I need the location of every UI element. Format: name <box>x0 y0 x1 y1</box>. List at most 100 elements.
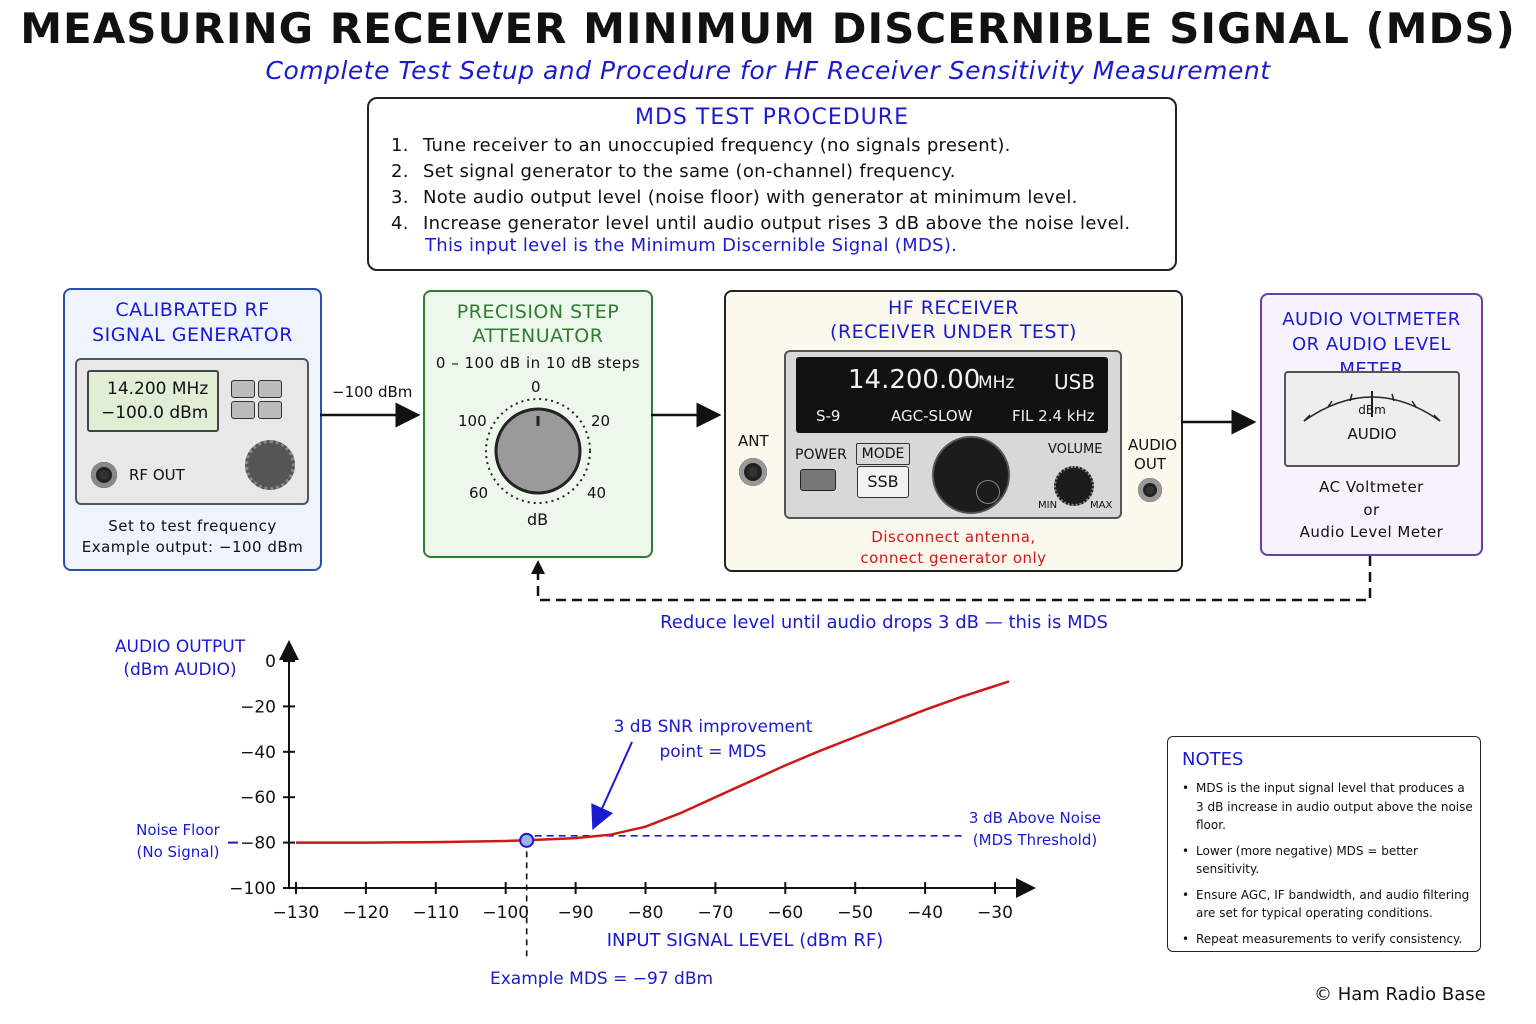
volume-label: VOLUME <box>1048 442 1103 457</box>
feedback-text-wrap: Reduce level until audio drops 3 dB — th… <box>0 612 1536 633</box>
receiver-mode-display: USB <box>1054 370 1096 394</box>
step-number: 2. <box>391 161 409 182</box>
step-text: Increase generator level until audio out… <box>423 213 1131 234</box>
note-item: Repeat measurements to verify consistenc… <box>1180 930 1474 949</box>
chart-ylabel-1: AUDIO OUTPUT <box>114 637 246 657</box>
snr-annotation-1: 3 dB SNR improvement <box>613 717 813 737</box>
receiver-agc: AGC-SLOW <box>891 407 973 425</box>
audio-out-label-2: OUT <box>1134 455 1166 473</box>
attenuator-range: 0 – 100 dB in 10 dB steps <box>435 354 641 372</box>
page-subtitle: Complete Test Setup and Procedure for HF… <box>265 56 1271 85</box>
dial-label-60: 60 <box>469 484 489 502</box>
dial-label-40: 40 <box>587 484 607 502</box>
generator-key[interactable] <box>231 401 255 419</box>
receiver-display: 14.200.00 MHz USB S-9 AGC-SLOW FIL 2.4 k… <box>796 357 1108 433</box>
voltmeter-desc-3: Audio Level Meter <box>1299 523 1444 541</box>
x-tick-label: −40 <box>907 903 943 923</box>
tuning-knob-icon[interactable] <box>932 436 1010 514</box>
x-tick-label: −110 <box>412 903 459 923</box>
mds-annotation-arrow <box>591 741 633 830</box>
audio-voltmeter-box: AUDIO VOLTMETER OR AUDIO LEVEL METER dBm… <box>1260 293 1483 556</box>
procedure-conclusion: This input level is the Minimum Discerni… <box>425 235 958 256</box>
generator-key[interactable] <box>231 380 255 398</box>
threshold-annotation-1: 3 dB Above Noise <box>968 809 1102 827</box>
mds-point <box>519 832 535 848</box>
audio-out-label: AUDIO OUT <box>1128 436 1177 474</box>
mds-chart: −130−120−110−100−90−80−70−60−50−40−300−2… <box>228 640 1036 960</box>
x-tick-label: −50 <box>837 903 873 923</box>
threshold-annotation: 3 dB Above Noise (MDS Threshold) <box>955 807 1115 851</box>
generator-heading-2: SIGNAL GENERATOR <box>92 324 293 346</box>
volume-knob-icon[interactable] <box>1054 466 1094 506</box>
x-tick-label: −30 <box>977 903 1013 923</box>
step-number: 4. <box>391 213 409 234</box>
note-item: Ensure AGC, IF bandwidth, and audio filt… <box>1180 886 1474 923</box>
generator-freq: 14.200 MHz <box>107 379 209 399</box>
x-tick-label: −100 <box>482 903 529 923</box>
step-text: Tune receiver to an unoccupied frequency… <box>423 135 1011 156</box>
generator-display: 14.200 MHz −100.0 dBm <box>87 370 219 432</box>
generator-heading-1: CALIBRATED RF <box>115 299 270 321</box>
step-text: Set signal generator to the same (on-cha… <box>423 161 956 182</box>
y-tick-label: −40 <box>240 743 276 763</box>
step-attenuator-box: PRECISION STEP ATTENUATOR 0 – 100 dB in … <box>423 290 653 558</box>
noise-floor-label-1: Noise Floor <box>136 821 220 839</box>
attenuator-unit: dB <box>527 510 549 529</box>
receiver-warning-2: connect generator only <box>860 549 1047 567</box>
power-button[interactable] <box>800 469 836 491</box>
x-tick-label: −120 <box>343 903 390 923</box>
mode-label-box: MODE <box>856 443 910 465</box>
generator-level-knob-icon[interactable] <box>245 440 295 490</box>
step-number: 3. <box>391 187 409 208</box>
noise-floor-label: Noise Floor (No Signal) <box>118 819 238 863</box>
receiver-heading-1: HF RECEIVER <box>887 297 1020 319</box>
procedure-step: 1. Tune receiver to an unoccupied frequen… <box>391 133 1130 159</box>
meter-scale-icon <box>1303 391 1441 422</box>
copyright: © Ham Radio Base <box>1314 984 1486 1005</box>
dial-label-20: 20 <box>591 412 611 430</box>
attenuator-dial-icon[interactable] <box>483 396 593 506</box>
attenuator-heading-1: PRECISION STEP <box>456 301 620 323</box>
y-tick-label: −20 <box>240 697 276 717</box>
procedure-steps: 1. Tune receiver to an unoccupied frequen… <box>391 133 1130 237</box>
step-number: 1. <box>391 135 409 156</box>
step-text: Note audio output level (noise floor) wi… <box>423 187 1078 208</box>
generator-key[interactable] <box>258 401 282 419</box>
dial-label-100: 100 <box>458 412 487 430</box>
mode-label: MODE <box>861 446 905 462</box>
x-tick-label: −70 <box>697 903 733 923</box>
snr-annotation-2: point = MDS <box>659 742 767 762</box>
note-item: Lower (more negative) MDS = better sensi… <box>1180 842 1474 879</box>
noise-floor-label-2: (No Signal) <box>136 843 220 861</box>
procedure-step: 3. Note audio output level (noise floor) … <box>391 185 1130 211</box>
audio-response-line <box>296 680 1010 844</box>
y-tick-label: −60 <box>240 788 276 808</box>
voltmeter-desc-1: AC Voltmeter <box>1319 478 1424 496</box>
y-tick-label: 0 <box>265 652 276 672</box>
connection-arrows <box>320 402 1372 602</box>
receiver-freq: 14.200.00 <box>848 365 981 395</box>
ant-label: ANT <box>738 432 769 450</box>
receiver-freq-unit: MHz <box>978 373 1015 393</box>
y-tick-label: −100 <box>229 879 276 899</box>
procedure-heading: MDS TEST PROCEDURE <box>635 105 909 130</box>
meter-face: dBm AUDIO <box>1284 371 1460 467</box>
page-title: MEASURING RECEIVER MINIMUM DISCERNIBLE S… <box>20 4 1516 53</box>
mode-button[interactable]: SSB <box>857 466 909 498</box>
volume-min-label: MIN <box>1038 500 1058 511</box>
link-level-label: −100 dBm <box>332 383 413 401</box>
rf-out-label: RF OUT <box>129 466 185 484</box>
feedback-dashed-path <box>536 556 1372 602</box>
volume-max-label: MAX <box>1090 500 1113 511</box>
voltmeter-desc-2: or <box>1363 501 1380 519</box>
chart-ylabel-2: (dBm AUDIO) <box>123 660 237 680</box>
generator-note-1: Set to test frequency <box>108 517 277 535</box>
dial-label-0: 0 <box>531 378 541 396</box>
chart-ylabel: AUDIO OUTPUT (dBm AUDIO) <box>110 636 250 682</box>
notes-heading: NOTES <box>1182 749 1244 770</box>
notes-list: MDS is the input signal level that produ… <box>1180 779 1474 955</box>
receiver-s-meter: S-9 <box>816 407 841 425</box>
generator-key[interactable] <box>258 380 282 398</box>
note-item: MDS is the input signal level that produ… <box>1180 779 1474 835</box>
generator-panel: 14.200 MHz −100.0 dBm RF OUT <box>75 358 309 505</box>
